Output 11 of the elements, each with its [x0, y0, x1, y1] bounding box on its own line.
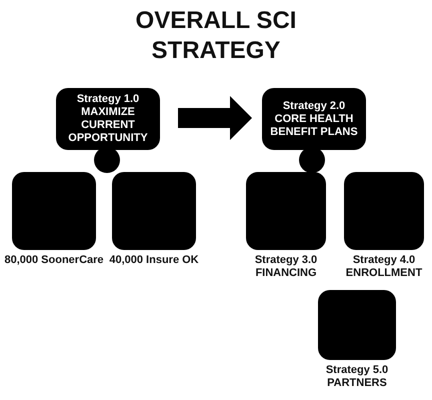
title: OVERALL SCI STRATEGY	[134, 6, 298, 66]
strategy-name: MAXIMIZE CURRENT OPPORTUNITY	[67, 106, 149, 145]
block-label: 80,000 SoonerCare	[4, 254, 104, 267]
block-label: Strategy 3.0 FINANCING	[254, 254, 318, 280]
strategy-number: Strategy 1.0	[76, 93, 140, 106]
strategy-number: Strategy 2.0	[282, 100, 346, 112]
arrow	[178, 96, 252, 140]
block-label: Strategy 4.0 ENROLLMENT	[344, 254, 424, 280]
strategy-name: CORE HEALTH BENEFIT PLANS	[269, 112, 359, 138]
block-label: 40,000 Insure OK	[108, 254, 200, 267]
block-label: Strategy 5.0 PARTNERS	[324, 364, 390, 390]
